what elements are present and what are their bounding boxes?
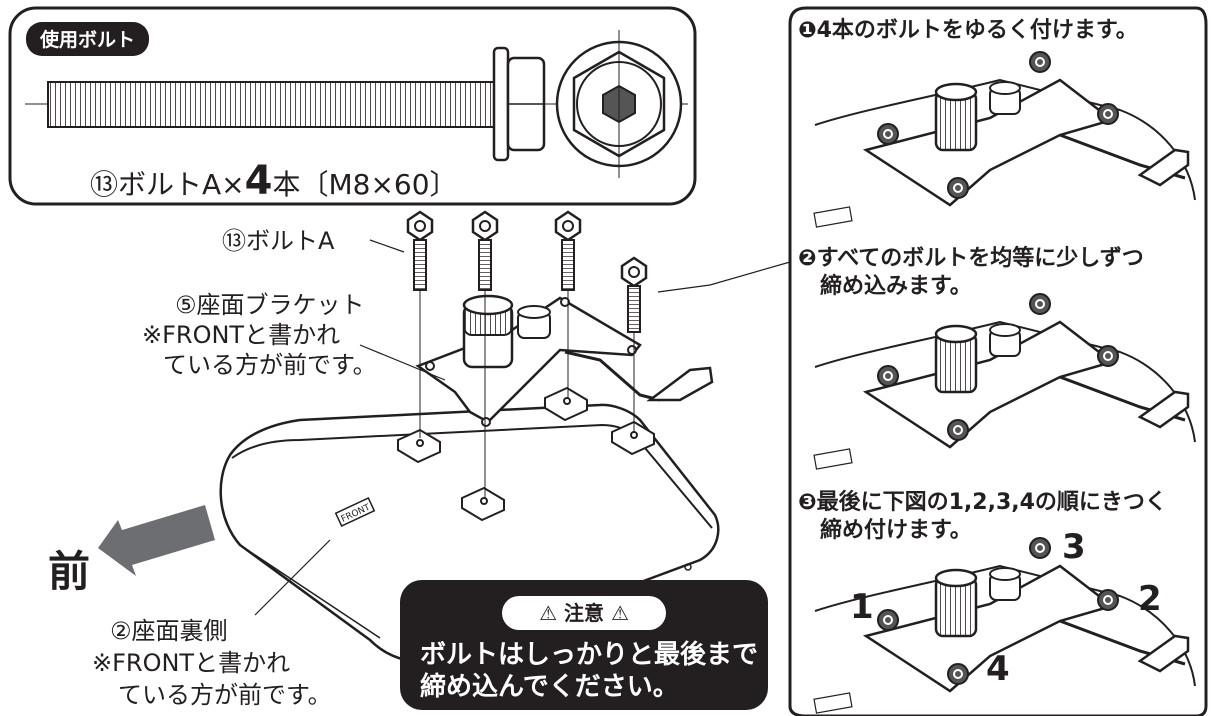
seat-label-line-3: ている方が前です。 bbox=[118, 681, 332, 709]
step-1-text: ❶4本のボルトをゆるく付けます。 bbox=[798, 18, 1138, 43]
bolt-caption-prefix: ⑬ボルトA× bbox=[90, 168, 245, 201]
warning-triangle-icon: ⚠ bbox=[539, 601, 558, 625]
order-number-3: 3 bbox=[1062, 527, 1086, 567]
bolt-a-label: ⑬ボルトA bbox=[222, 227, 335, 255]
caution-box: ⚠ 注意 ⚠ ボルトはしっかりと最後まで 締め込んでください。 bbox=[400, 580, 768, 710]
caution-title: 注意 bbox=[564, 601, 604, 625]
warning-triangle-icon: ⚠ bbox=[610, 601, 629, 625]
caution-line-1: ボルトはしっかりと最後まで bbox=[420, 640, 759, 670]
step-2-text-line-2: 締め込みます。 bbox=[820, 274, 972, 299]
bolt-end-view bbox=[555, 30, 683, 178]
bracket-label-line-1: ⑤座面ブラケット bbox=[175, 291, 365, 319]
seat-label-line-1: ②座面裏側 bbox=[110, 617, 228, 645]
seat-bracket bbox=[415, 294, 714, 427]
step-3-text-line-2: 締め付けます。 bbox=[820, 518, 972, 543]
bracket-label-line-2: ※FRONTと書かれ bbox=[142, 321, 341, 349]
step-2-text-line-1: ❷すべてのボルトを均等に少しずつ bbox=[798, 246, 1144, 271]
order-number-2: 2 bbox=[1138, 579, 1162, 619]
order-number-4: 4 bbox=[986, 649, 1010, 689]
front-direction-label: 前 bbox=[48, 547, 91, 596]
step-3-text-line-1: ❸最後に下図の1,2,3,4の順にきつく bbox=[798, 490, 1167, 515]
bolt-caption-suffix: 本〔M8×60〕 bbox=[272, 168, 458, 201]
bolt-spec-caption: ⑬ボルトA×4本〔M8×60〕 bbox=[90, 158, 458, 204]
bolt-count: 4 bbox=[244, 158, 273, 204]
seat-label-line-2: ※FRONTと書かれ bbox=[92, 649, 291, 677]
step-illustration-1 bbox=[813, 51, 1196, 228]
bolt-spec-panel bbox=[8, 6, 697, 206]
caution-title-pill: ⚠ 注意 ⚠ bbox=[502, 596, 666, 630]
front-arrow bbox=[98, 505, 215, 576]
bracket-label-line-3: ている方が前です。 bbox=[163, 351, 377, 379]
caution-line-2: 締め込んでください。 bbox=[420, 671, 679, 702]
bolt-usage-badge: 使用ボルト bbox=[26, 22, 150, 56]
caution-message: ボルトはしっかりと最後まで 締め込んでください。 bbox=[420, 640, 758, 703]
leader-lines bbox=[254, 239, 791, 616]
loose-bolts bbox=[406, 210, 648, 498]
order-number-1: 1 bbox=[850, 587, 874, 627]
